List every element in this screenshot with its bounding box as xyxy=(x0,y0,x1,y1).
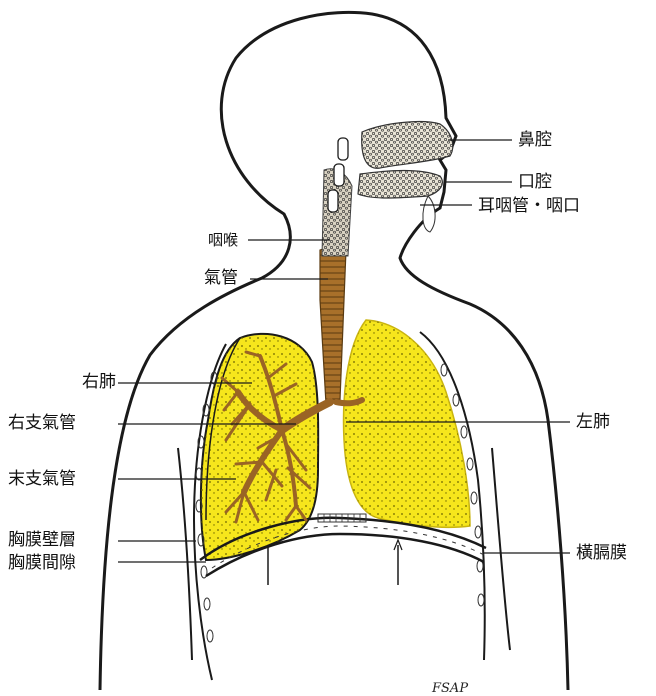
label-eustachian-pharynx: 耳咽管‧咽口 xyxy=(478,196,580,216)
label-right-bronchus: 右支氣管 xyxy=(8,413,76,433)
label-pleural-cavity: 胸膜間隙 xyxy=(8,553,76,573)
signature: FSAP xyxy=(431,681,468,696)
label-pharynx: 咽喉 xyxy=(208,230,238,250)
label-trachea: 氣管 xyxy=(204,268,238,288)
left-bronchus xyxy=(336,400,362,403)
right-arm-line xyxy=(492,448,510,650)
trachea xyxy=(320,247,346,404)
label-terminal-bronchus: 末支氣管 xyxy=(8,469,76,489)
label-nasal-cavity: 鼻腔 xyxy=(518,130,552,150)
label-parietal-pleura: 胸膜壁層 xyxy=(8,530,76,550)
label-oral-cavity: 口腔 xyxy=(518,172,552,192)
label-diaphragm: 橫膈膜 xyxy=(576,543,627,563)
left-arm-line xyxy=(178,448,192,660)
label-left-lung: 左肺 xyxy=(576,412,610,432)
label-right-lung: 右肺 xyxy=(82,372,116,392)
chin-structure xyxy=(423,196,435,232)
